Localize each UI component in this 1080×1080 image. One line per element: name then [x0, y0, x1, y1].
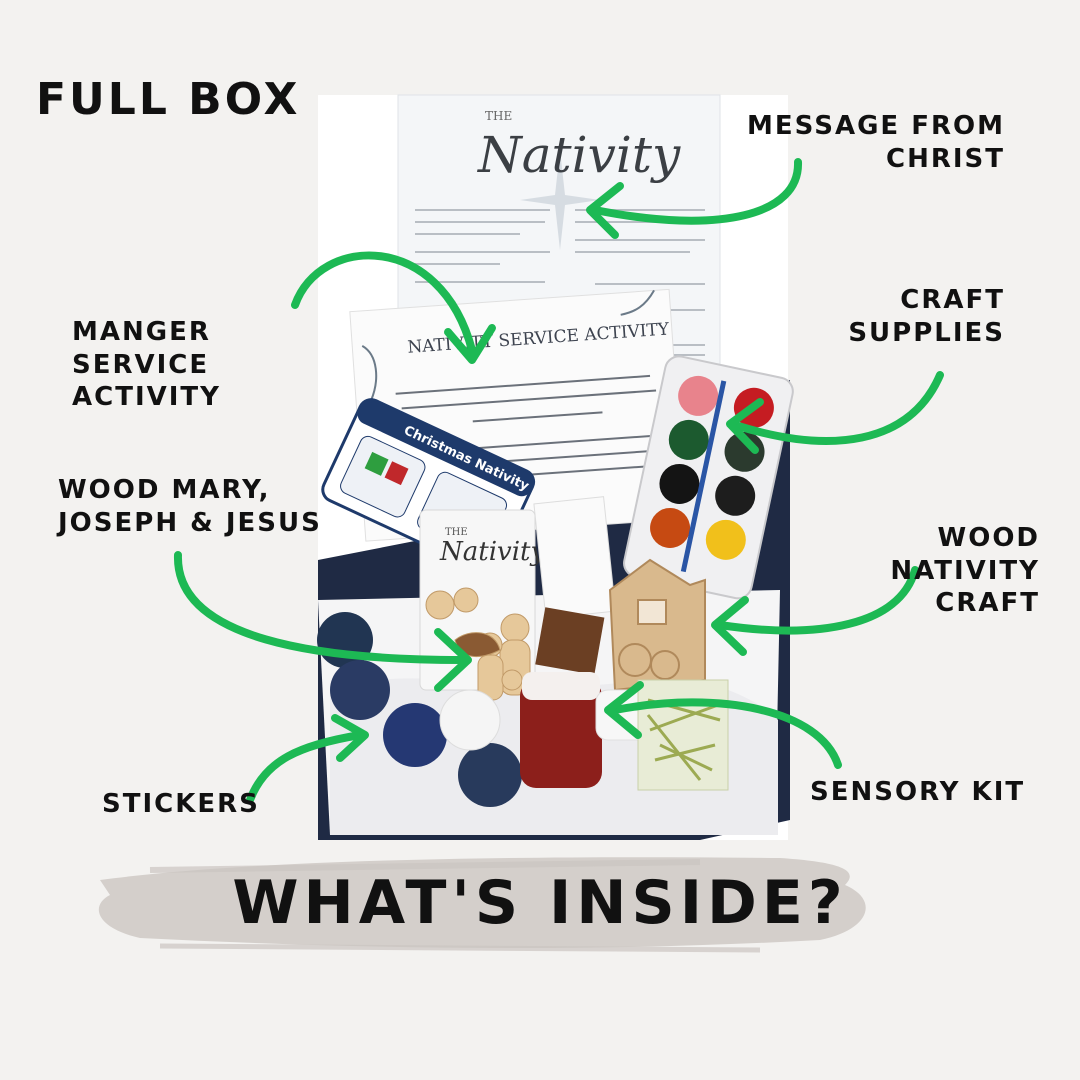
arrow-wood-family: [173, 551, 466, 664]
doc-title-text: Nativity: [477, 126, 681, 184]
label-wood-mary-joseph-jesus: WOOD MARY, JOSEPH & JESUS: [58, 475, 322, 538]
doc-the-text: THE: [485, 109, 512, 123]
whats-inside-headline: WHAT'S INSIDE?: [232, 868, 848, 938]
tag-title-text: Nativity: [439, 537, 545, 567]
arrow-wood-nativity-head: [711, 596, 749, 656]
label-wood-nativity-craft: WOOD NATIVITY CRAFT: [890, 523, 1040, 618]
arrow-message: [591, 158, 803, 225]
arrow-sensory: [611, 698, 842, 769]
arrow-stickers-head: [331, 714, 369, 762]
arrow-sensory-head: [604, 681, 644, 739]
arrow-wood-nativity: [716, 566, 919, 635]
watercolor-palette: [623, 355, 794, 600]
wood-manger: [535, 607, 605, 675]
pointer-arrows: [173, 158, 944, 804]
arrow-manger: [291, 251, 476, 354]
arrow-wood-family-head: [434, 628, 472, 692]
sensory-jar: [520, 672, 602, 788]
tag-the-text: THE: [445, 527, 468, 538]
label-manger-service-activity: MANGER SERVICE ACTIVITY: [72, 317, 221, 412]
label-stickers: STICKERS: [102, 789, 260, 819]
arrow-manger-head: [444, 324, 496, 364]
label-message-from-christ: MESSAGE FROM CHRIST: [747, 111, 1005, 174]
arrow-stickers: [246, 731, 364, 804]
label-sensory-kit: SENSORY KIT: [810, 777, 1026, 807]
full-box-title: FULL BOX: [36, 74, 301, 125]
label-craft-supplies: CRAFT SUPPLIES: [848, 285, 1005, 348]
arrow-craft-head: [726, 398, 764, 454]
arrow-message-head: [586, 182, 624, 239]
sticker-roll: [317, 612, 522, 807]
arrow-craft: [731, 371, 944, 445]
brush-stroke: [98, 857, 866, 949]
wood-peg-dolls: [425, 587, 531, 701]
straw-bag: [637, 679, 729, 791]
